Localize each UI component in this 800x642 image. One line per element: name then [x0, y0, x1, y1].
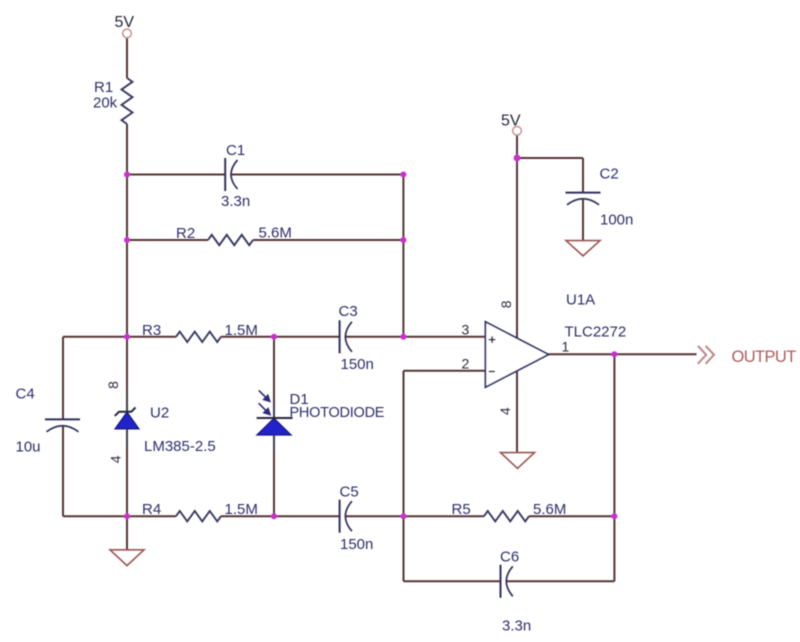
svg-text:C6: C6: [500, 549, 519, 566]
svg-text:R5: R5: [452, 501, 471, 518]
svg-text:R2: R2: [176, 225, 195, 242]
svg-text:20k: 20k: [93, 95, 118, 112]
svg-text:8: 8: [498, 300, 514, 308]
svg-text:4: 4: [497, 407, 513, 415]
svg-text:C4: C4: [16, 386, 35, 403]
svg-text:5.6M: 5.6M: [533, 501, 566, 518]
svg-text:10u: 10u: [16, 439, 41, 456]
svg-text:OUTPUT: OUTPUT: [732, 348, 797, 366]
svg-text:3: 3: [462, 322, 470, 338]
svg-text:5V: 5V: [501, 113, 521, 130]
svg-text:1: 1: [562, 338, 570, 354]
svg-text:C3: C3: [339, 303, 358, 320]
svg-text:U1A: U1A: [566, 292, 595, 309]
svg-text:2: 2: [462, 355, 470, 371]
svg-text:1.5M: 1.5M: [225, 322, 258, 339]
svg-text:4: 4: [108, 455, 124, 463]
svg-text:150n: 150n: [341, 356, 374, 373]
svg-text:150n: 150n: [340, 536, 373, 553]
svg-text:LM385-2.5: LM385-2.5: [144, 438, 216, 455]
svg-text:1.5M: 1.5M: [225, 501, 258, 518]
svg-text:5V: 5V: [115, 14, 135, 31]
svg-text:R4: R4: [142, 501, 161, 518]
svg-text:8: 8: [105, 381, 121, 389]
svg-text:C5: C5: [340, 484, 359, 501]
svg-text:R3: R3: [142, 322, 161, 339]
svg-text:5.6M: 5.6M: [259, 225, 292, 242]
svg-text:C2: C2: [600, 166, 619, 183]
svg-text:U2: U2: [150, 405, 169, 422]
svg-text:3.3n: 3.3n: [221, 193, 250, 210]
svg-text:C1: C1: [226, 142, 245, 159]
svg-text:3.3n: 3.3n: [502, 618, 531, 635]
svg-text:D1: D1: [290, 391, 309, 408]
svg-text:TLC2272: TLC2272: [565, 324, 627, 341]
svg-text:R1: R1: [94, 79, 113, 96]
svg-text:PHOTODIODE: PHOTODIODE: [290, 405, 385, 421]
svg-text:100n: 100n: [600, 212, 633, 229]
